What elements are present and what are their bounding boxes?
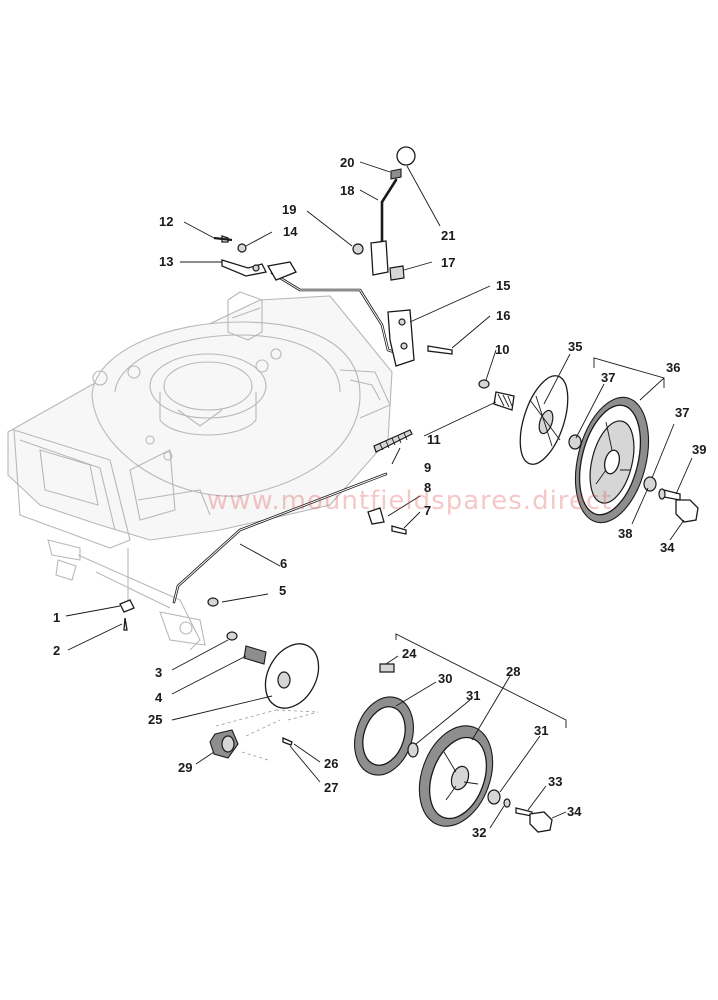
hub-plate-centre — [277, 671, 291, 689]
callout-12: 12 — [159, 214, 173, 229]
washer-14 — [237, 243, 247, 253]
callout-32: 32 — [472, 825, 486, 840]
callout-21: 21 — [441, 228, 455, 243]
clip-1 — [119, 599, 135, 613]
front-wheel-assembly — [209, 631, 553, 833]
spring-11 — [493, 391, 515, 411]
wheel-cap-34 — [675, 499, 699, 523]
screw-24 — [379, 663, 395, 673]
callout-29: 29 — [178, 760, 192, 775]
lever-bush — [389, 265, 405, 281]
callout-33: 33 — [548, 774, 562, 789]
callout-37a: 37 — [601, 370, 615, 385]
callout-34a: 34 — [660, 540, 675, 555]
callout-10: 10 — [495, 342, 509, 357]
callout-13: 13 — [159, 254, 173, 269]
callout-35: 35 — [568, 339, 582, 354]
height-lever-assembly — [213, 146, 453, 367]
rod-bracket — [266, 261, 297, 281]
callout-34b: 34 — [567, 804, 582, 819]
washer-32 — [503, 798, 511, 808]
callout-27: 27 — [324, 780, 338, 795]
callout-15: 15 — [496, 278, 510, 293]
callout-5: 5 — [279, 583, 286, 598]
hub-plate-25 — [264, 643, 320, 709]
bracket-bolt — [427, 345, 453, 355]
pin-2 — [123, 617, 128, 631]
callout-36: 36 — [666, 360, 680, 375]
rear-wheel-assembly — [478, 375, 699, 524]
screw-7 — [391, 525, 407, 535]
screw-26 — [282, 736, 293, 746]
leader-lines — [65, 161, 693, 829]
callout-30: 30 — [438, 671, 452, 686]
lever-washer — [352, 243, 364, 255]
link-8 — [367, 507, 385, 525]
lever-plate — [370, 240, 389, 276]
washer-3 — [226, 631, 238, 641]
callout-25: 25 — [148, 712, 162, 727]
callout-19: 19 — [282, 202, 296, 217]
washer-5 — [207, 597, 219, 607]
callout-11: 11 — [427, 432, 441, 447]
callout-4: 4 — [155, 690, 163, 705]
bush-37 — [568, 434, 582, 450]
callout-7: 7 — [424, 503, 431, 518]
lever-knob — [396, 146, 416, 166]
callout-17: 17 — [441, 255, 455, 270]
callout-labels: 20 18 19 21 12 14 13 17 15 16 10 35 36 3… — [53, 155, 706, 840]
callout-20: 20 — [340, 155, 354, 170]
bush-31 — [407, 742, 419, 758]
callout-26: 26 — [324, 756, 338, 771]
callout-3: 3 — [155, 665, 162, 680]
axle-bracket — [387, 309, 415, 367]
mower-deck-outline — [7, 291, 393, 651]
callout-18: 18 — [340, 183, 354, 198]
bush-31b — [487, 789, 501, 805]
callout-24: 24 — [402, 646, 417, 661]
callout-6: 6 — [280, 556, 287, 571]
linkage-parts — [119, 429, 413, 631]
spring-4 — [243, 645, 267, 665]
callout-2: 2 — [53, 643, 60, 658]
callout-1: 1 — [53, 610, 60, 625]
lever-rod — [380, 178, 398, 246]
cable-clamp — [221, 259, 267, 277]
bush-38 — [643, 476, 657, 492]
watermark-text: www.mountfieldspares.direct — [207, 486, 612, 516]
lever-grip-cap — [390, 168, 402, 180]
callout-28: 28 — [506, 664, 520, 679]
callout-31b: 31 — [534, 723, 548, 738]
callout-14: 14 — [283, 224, 298, 239]
callout-39: 39 — [692, 442, 706, 457]
callout-9: 9 — [424, 460, 431, 475]
callout-37b: 37 — [675, 405, 689, 420]
callout-38: 38 — [618, 526, 632, 541]
callout-8: 8 — [424, 480, 431, 495]
callout-16: 16 — [496, 308, 510, 323]
callout-31a: 31 — [466, 688, 480, 703]
washer-10 — [478, 379, 490, 389]
wheel-cap-34b — [529, 811, 553, 833]
